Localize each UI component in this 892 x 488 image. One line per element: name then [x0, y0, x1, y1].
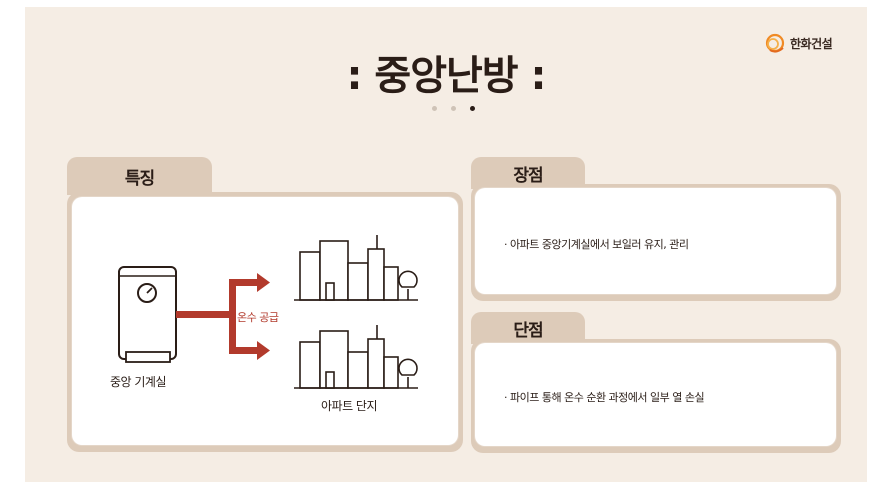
- pros-tab: 장점: [471, 157, 585, 189]
- pager-dots: [432, 106, 475, 111]
- page-title: : 중앙난방 :: [346, 53, 546, 99]
- pager-dot-active[interactable]: [470, 106, 475, 111]
- brand-name: 한화건설: [790, 36, 833, 51]
- pros-bullet: · 아파트 중앙기계실에서 보일러 유지, 관리: [504, 238, 689, 251]
- apartment-buildings-icon: [294, 235, 418, 301]
- heating-diagram: [118, 235, 418, 389]
- hot-water-arrow-icon: [176, 273, 270, 360]
- boiler-icon: [118, 266, 177, 363]
- brand-logo: 한화건설: [764, 32, 833, 54]
- features-tab-label: 특징: [124, 168, 155, 189]
- features-tab: 특징: [67, 157, 212, 195]
- cons-tab-label: 단점: [513, 320, 543, 341]
- pros-panel-body: [475, 188, 836, 294]
- apartment-complex-label: 아파트 단지: [321, 399, 378, 413]
- apartment-buildings-icon: [294, 325, 418, 389]
- cons-tab: 단점: [471, 312, 585, 344]
- hot-water-supply-label: 온수 공급: [237, 311, 279, 324]
- cons-bullet: · 파이프 통해 온수 순환 과정에서 일부 열 손실: [504, 391, 705, 404]
- pager-dot[interactable]: [451, 106, 456, 111]
- pros-tab-label: 장점: [513, 165, 543, 186]
- cons-panel-body: [475, 343, 836, 446]
- pager-dot[interactable]: [432, 106, 437, 111]
- boiler-room-label: 중앙 기계실: [110, 375, 167, 389]
- hanwha-logo-icon: [765, 33, 785, 53]
